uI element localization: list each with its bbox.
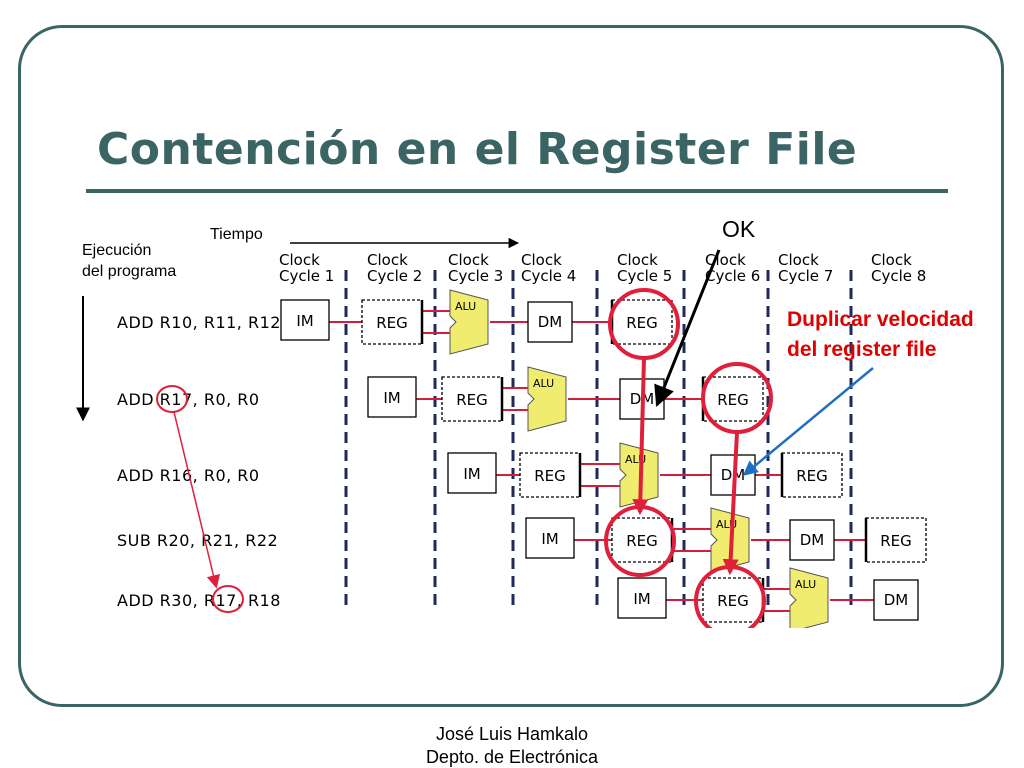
im-stage-box (447, 452, 497, 494)
im-stage-box (280, 299, 330, 341)
clock-cycle-6-line2: Cycle 6 (705, 267, 760, 285)
dm-stage-label: DM (800, 531, 825, 549)
reg-read-stage-label: REG (376, 314, 408, 332)
clock-cycle-8-line1: Clock (871, 251, 912, 269)
reg-write-stage-label: REG (717, 391, 749, 409)
im-stage-label: IM (541, 530, 558, 548)
clock-cycle-5-line1: Clock (617, 251, 658, 269)
r17-dependency-arrow (173, 411, 221, 589)
duplicate-speed-line1: Duplicar velocidad (787, 308, 974, 331)
r17-src-circle (212, 585, 244, 613)
reg-read-stage-box (441, 376, 503, 422)
duplicate-speed-note: Duplicar velocidad del register file (787, 305, 974, 365)
time-label: Tiempo (210, 226, 263, 243)
reg-read-stage-label: REG (626, 532, 658, 550)
execution-label-line2: del programa (82, 263, 177, 280)
clock-cycle-1-line1: Clock (279, 251, 320, 269)
cycle-dividers (344, 270, 853, 610)
r17-dest-circle (156, 385, 188, 413)
reg-read-stage-label: REG (456, 391, 488, 409)
pipeline-row-1: IM REG ALU DM REG (280, 289, 673, 355)
alu-stage-label: ALU (533, 377, 554, 390)
im-stage-box (525, 517, 575, 559)
clock-cycle-7-line1: Clock (778, 251, 819, 269)
instruction-1: ADD R10, R11, R12 (117, 313, 281, 332)
im-stage-label: IM (633, 590, 650, 608)
dm-stage-box (873, 579, 919, 621)
clock-cycle-1-line2: Cycle 1 (279, 267, 334, 285)
clock-cycle-8-line2: Cycle 8 (871, 267, 926, 285)
alu-stage-label: ALU (455, 300, 476, 313)
dup-pointer-arrow (742, 367, 874, 476)
im-stage-box (367, 376, 417, 418)
reg-write-stage-label: REG (880, 532, 912, 550)
dm-stage-label: DM (538, 313, 563, 331)
footer-department: Depto. de Electrónica (425, 747, 599, 767)
slide-frame (18, 25, 1004, 707)
reg-write-stage-label: REG (796, 467, 828, 485)
footer-author: José Luis Hamkalo (435, 724, 589, 744)
reg-read-stage-label: REG (534, 467, 566, 485)
clock-cycle-7-line2: Cycle 7 (778, 267, 833, 285)
instruction-3: ADD R16, R0, R0 (117, 466, 260, 485)
alu-stage-shape (449, 289, 489, 355)
title-underline (86, 189, 948, 193)
im-stage-label: IM (463, 465, 480, 483)
dm-stage-box (789, 519, 835, 561)
duplicate-speed-line2: del register file (787, 338, 937, 361)
instruction-4: SUB R20, R21, R22 (117, 531, 278, 550)
alu-stage-shape (789, 567, 829, 633)
crop-mask (80, 628, 840, 638)
dm-stage-box (527, 301, 573, 343)
instruction-5: ADD R30, R17, R18 (117, 591, 281, 610)
clock-cycle-3-line1: Clock (448, 251, 489, 269)
clock-cycle-4-line1: Clock (521, 251, 562, 269)
execution-label: Ejecución del programa (82, 240, 176, 282)
dependency-highlights (156, 288, 773, 637)
clock-cycle-2-line1: Clock (367, 251, 408, 269)
clock-cycle-5-line2: Cycle 5 (617, 267, 672, 285)
ok-label: OK (722, 216, 756, 242)
im-stage-box (617, 577, 667, 619)
execution-label-line1: Ejecución (82, 242, 152, 259)
ok-pointer-arrow (654, 249, 721, 407)
clock-cycle-4-line2: Cycle 4 (521, 267, 576, 285)
clock-cycle-2-line2: Cycle 2 (367, 267, 422, 285)
reg-read-stage-box (702, 577, 764, 623)
pipeline-row-5: IM REG ALU DM (617, 567, 919, 633)
reg-read-stage-label: REG (717, 592, 749, 610)
im-stage-label: IM (383, 389, 400, 407)
reg-write-stage-label: REG (626, 314, 658, 332)
im-stage-label: IM (296, 312, 313, 330)
forward-arrow-cycle6 (722, 431, 739, 576)
reg-read-stage-box (519, 452, 581, 498)
reg-read-stage-box (611, 517, 673, 563)
forward-arrow-cycle5 (632, 357, 649, 516)
alu-stage-label: ALU (795, 578, 816, 591)
instruction-2: ADD R17, R0, R0 (117, 390, 260, 409)
clock-cycle-3-line2: Cycle 3 (448, 267, 503, 285)
alu-stage-shape (527, 366, 567, 432)
slide-title: Contención en el Register File (97, 124, 858, 175)
dm-stage-label: DM (884, 591, 909, 609)
